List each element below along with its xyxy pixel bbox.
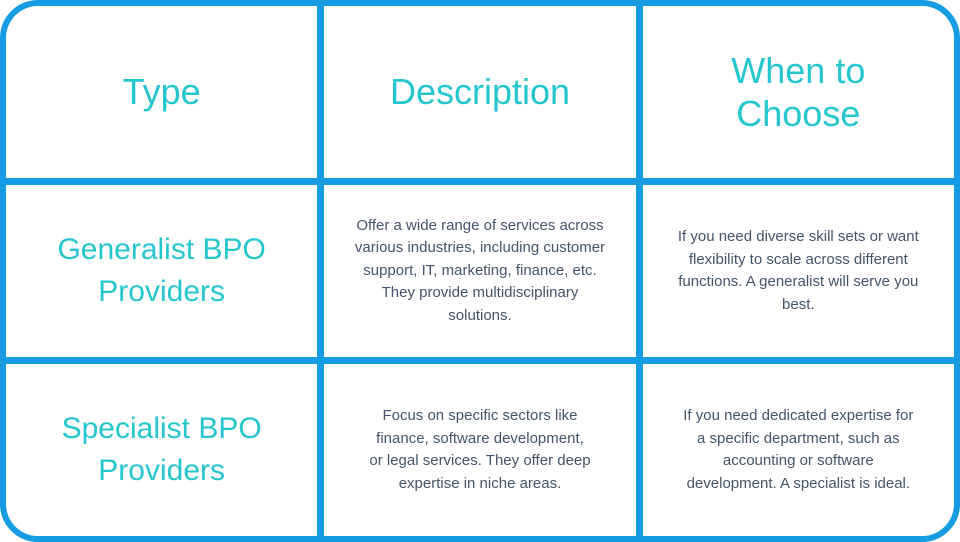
column-header-when-to-choose: When to Choose [731,49,866,134]
table-row-specialist-type-cell: Specialist BPO Providers [6,364,318,536]
table-row-specialist-description-cell: Focus on specific sectors like finance, … [324,364,636,536]
generalist-description-text: Offer a wide range of services across va… [354,216,606,324]
table-row-generalist-description-cell: Offer a wide range of services across va… [324,185,636,357]
column-header-type: Type [122,71,201,113]
table-row-generalist-type-cell: Generalist BPO Providers [6,185,318,357]
specialist-when-to-choose-text: If you need dedicated expertise for a sp… [683,407,914,492]
specialist-description-text: Focus on specific sectors like finance, … [369,407,591,492]
table-row-generalist-when-cell: If you need diverse skill sets or want f… [642,185,954,357]
table-row-specialist-when-cell: If you need dedicated expertise for a sp… [642,364,954,536]
header-cell-when-to-choose: When to Choose [642,6,954,178]
header-cell-type: Type [6,6,318,178]
row-label-generalist: Generalist BPO Providers [57,233,266,308]
generalist-when-to-choose-text: If you need diverse skill sets or want f… [677,228,919,313]
row-label-specialist: Specialist BPO Providers [61,412,262,487]
column-header-description: Description [389,71,571,113]
header-cell-description: Description [324,6,636,178]
